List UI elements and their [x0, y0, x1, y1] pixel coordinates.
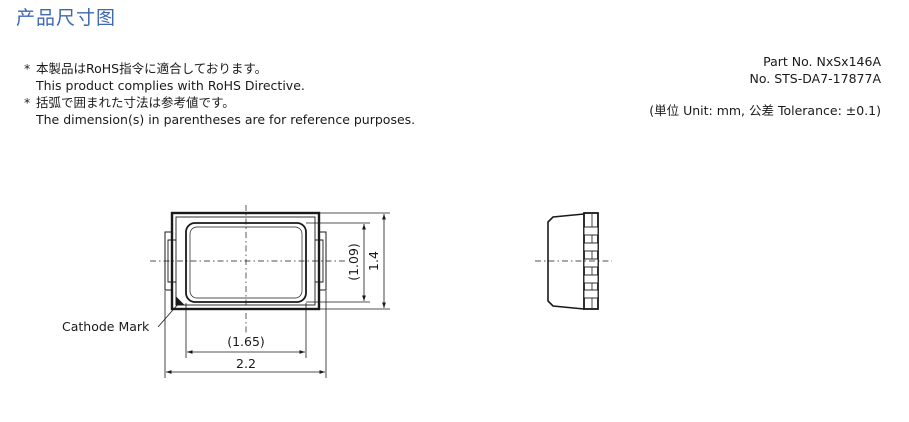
side-terminal-pads	[583, 226, 599, 299]
dim-inner-height-label: (1.09)	[346, 243, 361, 281]
note-line: This product complies with RoHS Directiv…	[36, 78, 305, 93]
cathode-leader: Cathode Mark	[62, 302, 180, 334]
page-heading: 产品尺寸图	[16, 7, 117, 29]
dim-outer-width-label: 2.2	[236, 356, 256, 371]
dim-outer-height	[319, 212, 390, 310]
notes-block: *本製品はRoHS指令に適合しております。 This product compl…	[24, 60, 415, 128]
cathode-mark-label: Cathode Mark	[62, 319, 150, 334]
note-line: *本製品はRoHS指令に適合しております。	[24, 61, 268, 76]
note-line: The dimension(s) in parentheses are for …	[36, 112, 416, 127]
dim-outer-width	[164, 291, 327, 378]
document-meta: Part No. NxSx146A No. STS-DA7-17877A (単位…	[649, 53, 881, 119]
side-view	[535, 212, 612, 310]
package-outline	[170, 211, 321, 311]
top-view	[150, 205, 345, 335]
dim-outer-height-label: 1.4	[366, 251, 381, 271]
tolerance-note: (単位 Unit: mm, 公差 Tolerance: ±0.1)	[649, 103, 881, 118]
note-line: *括弧で囲まれた寸法は参考値です。	[24, 95, 235, 110]
part-number: Part No. NxSx146A	[763, 54, 881, 69]
side-lens-profile	[547, 213, 585, 310]
dim-inner-width-label: (1.65)	[227, 334, 265, 349]
cathode-mark-icon	[175, 296, 185, 306]
dim-inner-height	[306, 222, 370, 303]
document-number: No. STS-DA7-17877A	[749, 71, 881, 86]
dim-inner-width	[185, 303, 307, 358]
